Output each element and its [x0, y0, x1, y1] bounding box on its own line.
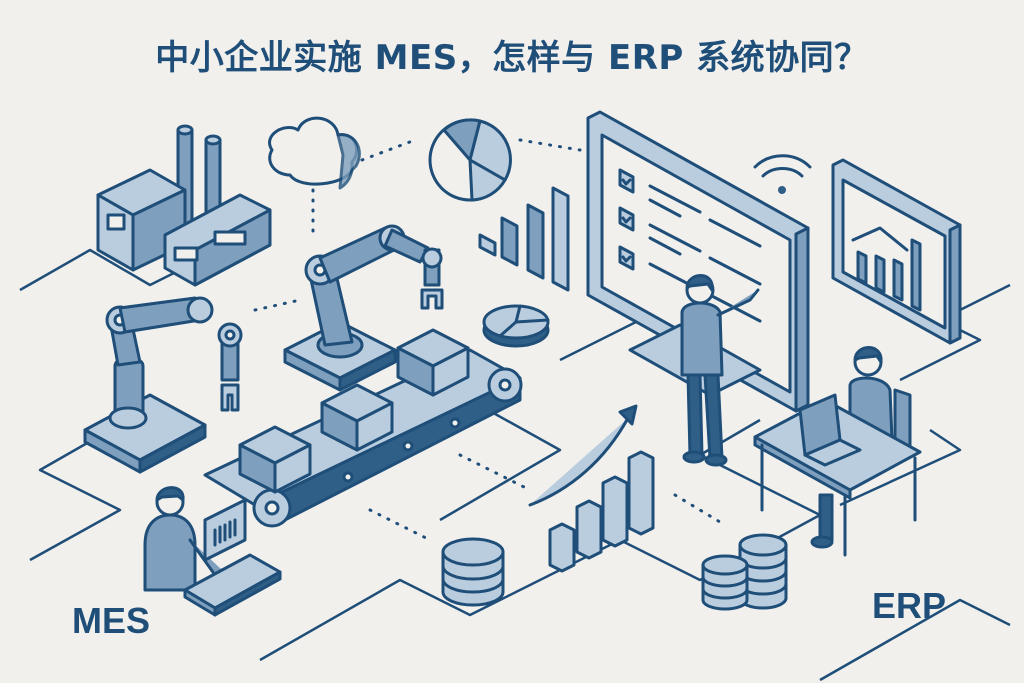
robotic-arm-center	[283, 224, 444, 392]
page-title: 中小企业实施 MES，怎样与 ERP 系统协同？	[155, 38, 869, 78]
wifi-icon	[753, 154, 812, 194]
dotted-connectors	[253, 138, 727, 542]
mes-operator	[143, 486, 282, 617]
cardboard-box	[396, 328, 470, 397]
cardboard-box	[320, 383, 394, 452]
erp-operator-at-desk	[753, 346, 922, 557]
monitor-checklist-icon	[586, 110, 810, 413]
checkbox-icon	[618, 245, 635, 271]
coin-stack-icon	[701, 533, 788, 611]
bar-chart-icon	[478, 186, 570, 292]
robotic-arm-left	[83, 296, 243, 474]
cloud-icon	[268, 116, 361, 190]
pie-chart-3d-icon	[482, 304, 550, 348]
presenter-person	[680, 274, 760, 467]
mes-label: MES	[72, 600, 151, 641]
cardboard-box	[238, 425, 312, 494]
pie-chart-icon	[428, 118, 512, 202]
dashboard-chart-icon	[831, 158, 962, 345]
erp-label: ERP	[872, 585, 947, 626]
database-icon	[441, 537, 505, 607]
checkbox-icon	[618, 168, 635, 194]
factory-icon	[96, 124, 272, 287]
checkbox-icon	[618, 206, 635, 232]
growth-chart-icon	[528, 404, 655, 573]
